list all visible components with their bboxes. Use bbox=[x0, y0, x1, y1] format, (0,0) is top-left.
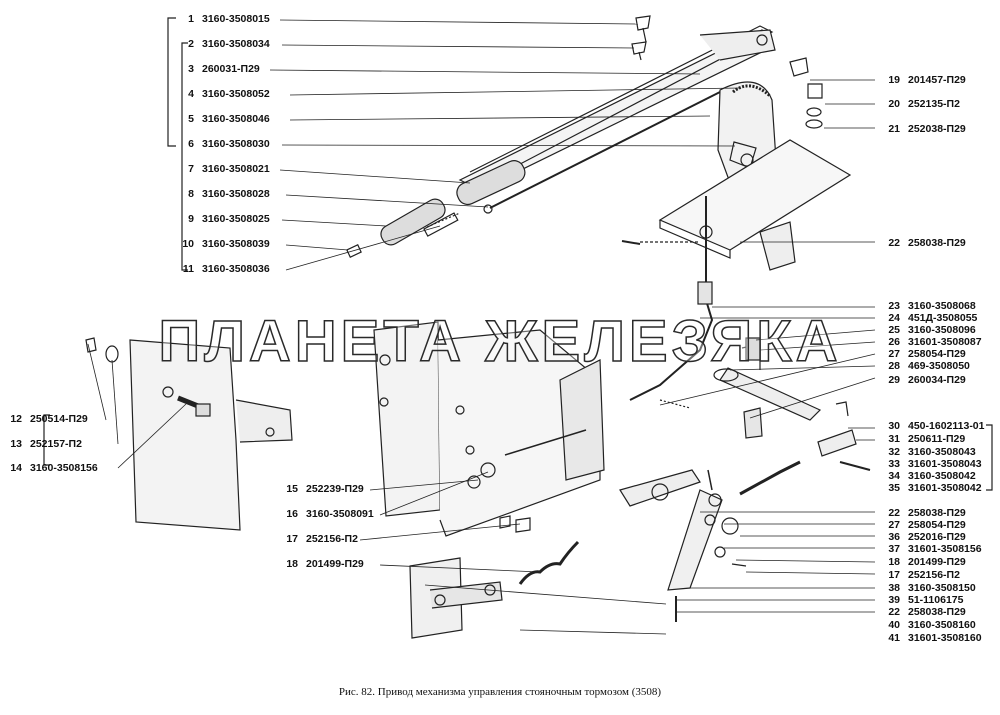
handle-grip-parts bbox=[346, 198, 461, 258]
floor-panel-left bbox=[85, 337, 293, 531]
hand-lever bbox=[456, 25, 776, 206]
group-bracket-12-14 bbox=[43, 414, 50, 466]
figure-caption: Рис. 82. Привод механизма управления сто… bbox=[338, 686, 662, 698]
group-bracket-1-6 bbox=[167, 17, 176, 147]
leaders-right bbox=[659, 79, 876, 613]
lower-lever bbox=[619, 469, 747, 622]
leaders-left bbox=[87, 19, 741, 635]
return-spring bbox=[409, 515, 580, 639]
group-bracket-30-35 bbox=[986, 424, 993, 491]
center-bracket bbox=[373, 321, 605, 537]
brake-cable bbox=[629, 196, 714, 401]
release-rod bbox=[489, 91, 721, 209]
group-bracket-7-11 bbox=[181, 42, 188, 271]
watermark: ПЛАНЕТА ЖЕЛЕЗЯКА bbox=[158, 308, 842, 375]
top-bolts bbox=[631, 15, 823, 129]
